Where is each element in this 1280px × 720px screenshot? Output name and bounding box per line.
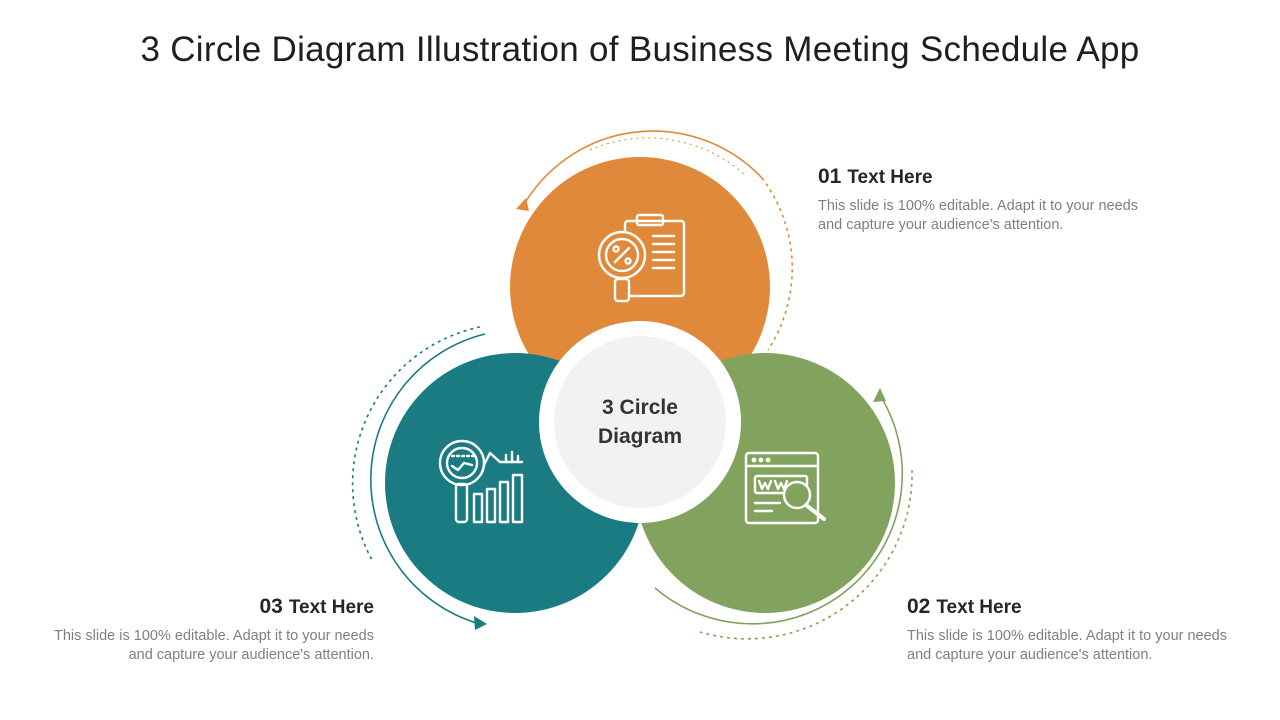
orbit-arc-orange <box>521 130 763 209</box>
arrowhead-green <box>873 388 886 402</box>
step-number: 02 <box>907 595 931 618</box>
center-label: 3 Circle Diagram <box>570 393 710 451</box>
step-number: 03 <box>259 595 283 618</box>
orbit-arc-orange-dashed <box>761 177 793 351</box>
step-number: 01 <box>818 165 842 188</box>
chart-analytics-icon <box>438 439 524 524</box>
orbit-arc-teal-dashed <box>351 326 481 561</box>
step-description: This slide is 100% editable. Adapt it to… <box>907 628 1227 663</box>
center-label-line2: Diagram <box>597 425 683 448</box>
step-heading: Text Here <box>847 167 933 188</box>
center-circle <box>554 336 726 508</box>
step-description: This slide is 100% editable. Adapt it to… <box>54 628 374 663</box>
orbit-arc-orange-inner <box>589 137 746 176</box>
orbit-arc-green-dashed <box>699 469 913 640</box>
slide-title: 3 Circle Diagram Illustration of Busines… <box>140 30 1140 69</box>
step-heading: Text Here <box>936 597 1022 618</box>
step-heading: Text Here <box>288 597 374 618</box>
step-description: This slide is 100% editable. Adapt it to… <box>818 198 1138 233</box>
clipboard-search-percent-icon <box>597 213 686 303</box>
arrowhead-teal <box>474 616 487 630</box>
center-label-line1: 3 Circle <box>602 396 678 419</box>
orbit-arc-teal <box>370 333 486 625</box>
arrowhead-orange <box>516 198 529 211</box>
web-browser-search-icon <box>744 451 826 525</box>
orbit-arc-green <box>654 391 903 625</box>
